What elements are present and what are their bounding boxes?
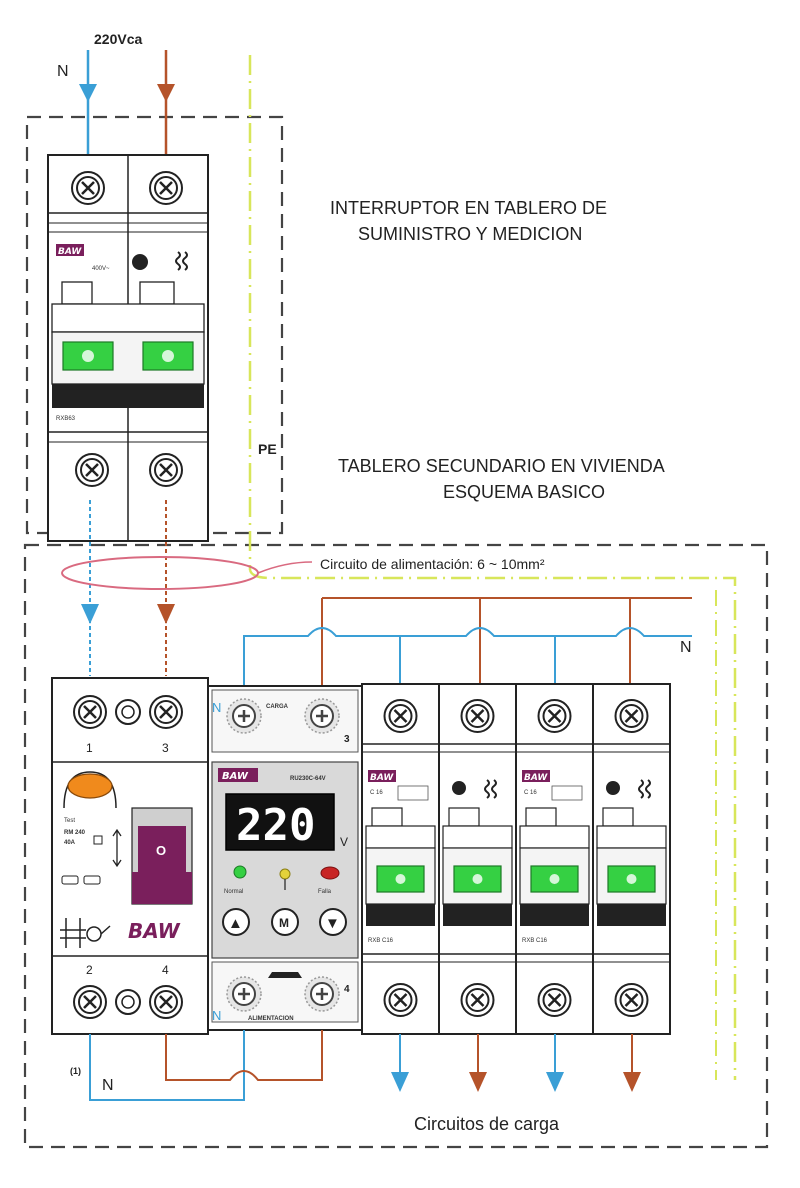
load-outputs [391,1034,641,1092]
relay-fault-label: Falla [318,889,332,895]
branch-breakers: BAW C 16 RXB C16 BAW C 16 RXB C16 [361,683,671,1035]
rcd-terminal-3: 3 [162,741,169,755]
rcd-terminal-2: 2 [86,963,93,977]
relay-n-top: N [212,700,221,715]
main-breaker-rating: 400V~ [92,266,110,272]
rcd-lever-label: O [156,843,166,858]
feed-callout-line [257,561,313,574]
breaker-brand-badge [522,770,550,782]
rcd-relay-links [89,1030,323,1101]
relay-n-bottom: N [212,1008,221,1023]
secondary-panel-title-line1: TABLERO SECUNDARIO EN VIVIENDA [338,456,665,476]
supply-wires [79,50,175,165]
secondary-panel-border [23,543,769,1149]
breaker-switch[interactable] [530,865,579,893]
branch-breaker: BAW C 16 RXB C16 [361,683,440,1035]
rcd-lever[interactable] [138,826,186,872]
supply-neutral-label: N [57,63,69,80]
relay-brand: BAW [222,771,249,782]
neutral-bus [243,627,692,712]
main-breaker-model: RXB63 [56,416,76,422]
pe-label: PE [258,441,277,457]
rcd-terminal-4: 4 [162,963,169,977]
feed-circuit-label: Circuito de alimentación: 6 ~ 10mm² [320,556,545,572]
voltage-relay: CARGA N 3 BAW RU230C-64V 220 V Normal Fa… [207,685,363,1031]
branch-breaker: BAW C 16 RXB C16 [515,683,594,1035]
neutral-bus-label: N [680,639,692,656]
main-breaker: BAW 400V~ RXB63 [47,154,209,542]
relay-fault-led-icon [320,866,340,880]
relay-up-button[interactable]: ▲ [222,908,250,936]
top-panel-title-line2: SUMINISTRO Y MEDICION [358,224,582,244]
breaker-model: RXB C16 [522,938,548,944]
indicator-dot-icon [606,781,620,795]
top-panel-title-line1: INTERRUPTOR EN TABLERO DE [330,198,607,218]
feed-circuit-ellipse [61,556,259,590]
rcd-model: RM 240 [64,830,86,836]
svg-text:▲: ▲ [228,915,243,932]
indicator-dot-icon [132,254,148,270]
breaker-brand: BAW [370,773,394,783]
relay-carga-label: CARGA [266,704,289,710]
breaker-rating: C 16 [524,790,537,796]
relay-normal-led-icon [233,865,247,879]
branch-breaker [592,683,671,1035]
rcd-terminal-1: 1 [86,741,93,755]
relay-alimentacion-label: ALIMENTACION [248,1016,294,1022]
indicator-dot-icon [452,781,466,795]
main-breaker-brand: BAW [58,247,82,257]
relay-display-unit: V [340,835,348,849]
relay-normal-label: Normal [224,889,243,895]
rcd-schematic-icon [60,918,111,948]
relay-display-value: 220 [236,800,315,851]
load-circuits-label: Circuitos de carga [414,1114,560,1134]
svg-text:▼: ▼ [325,915,340,932]
breaker-brand: BAW [524,773,548,783]
relay-terminal-3: 3 [344,734,350,745]
supply-voltage-label: 220Vca [94,31,142,47]
relay-menu-button[interactable]: M [271,908,299,936]
relay-model: RU230C-64V [290,776,326,782]
breaker-rating: C 16 [370,790,383,796]
rcd-brand: BAW [128,919,181,943]
relay-din-clip-icon [268,972,302,978]
bottom-neutral-label: N [102,1077,114,1094]
secondary-panel-title-line2: ESQUEMA BASICO [443,482,605,502]
note-label: (1) [70,1066,81,1076]
relay-terminal-4: 4 [344,984,350,995]
svg-text:M: M [279,916,289,930]
rcd-test-button[interactable] [67,773,113,799]
relay-down-button[interactable]: ▼ [319,908,347,936]
branch-breaker [438,683,517,1035]
breaker-brand-badge [368,770,396,782]
relay-warning-led-icon [279,868,291,880]
earth-line [248,55,737,1080]
breaker-model: RXB C16 [368,938,394,944]
relay-display [225,793,335,851]
rcd-device: 1 3 Test RM 240 40A O BAW 2 4 [51,677,209,1035]
rcd-test-text: Test [64,818,75,824]
rcd-rating: 40A [64,840,76,846]
